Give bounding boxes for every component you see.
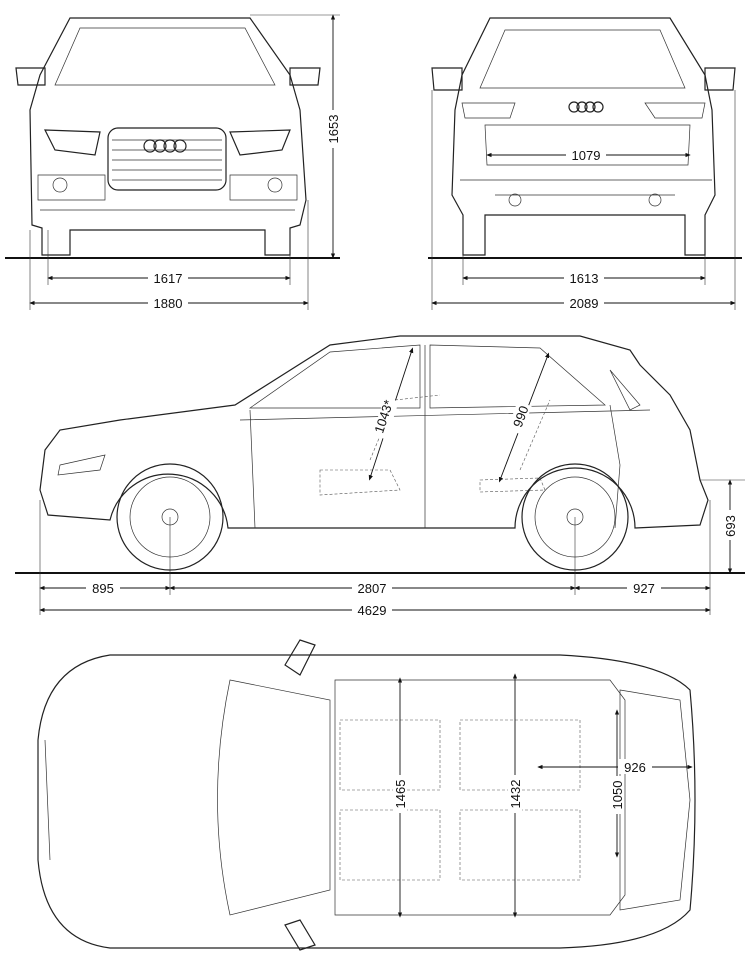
side-view: 1043* 990 693 895 2807 927 4629: [15, 335, 745, 618]
mirror-icon: [15, 67, 321, 86]
front-width-label: 1880: [154, 296, 183, 311]
grille: [107, 127, 227, 191]
front-view: 1653 1617 1880: [5, 14, 341, 311]
load-height-label: 693: [723, 515, 738, 537]
rear-track-label: 1613: [570, 271, 599, 286]
front-height-label: 1653: [326, 115, 341, 144]
rear-view: 1079 1613 2089: [428, 17, 742, 311]
front-overhang-label: 895: [92, 581, 114, 596]
front-elbow-width-label: 1465: [393, 780, 408, 809]
rear-overhang-label: 927: [633, 581, 655, 596]
mirror-icon: [284, 639, 316, 951]
front-track-label: 1617: [154, 271, 183, 286]
length-label: 4629: [358, 603, 387, 618]
luggage-width-label: 1050: [610, 781, 625, 810]
rear-headroom-label: 990: [510, 404, 532, 430]
wheelbase-label: 2807: [358, 581, 387, 596]
audi-rings-icon: [568, 101, 604, 113]
rear-load-width-label: 1079: [572, 148, 601, 163]
top-view: 1465 1432 926 1050: [37, 639, 696, 951]
audi-rings-icon: [143, 139, 187, 153]
rear-width-label: 2089: [570, 296, 599, 311]
mirror-icon: [431, 67, 736, 91]
rear-elbow-width-label: 1432: [508, 780, 523, 809]
luggage-length-label: 926: [624, 760, 646, 775]
